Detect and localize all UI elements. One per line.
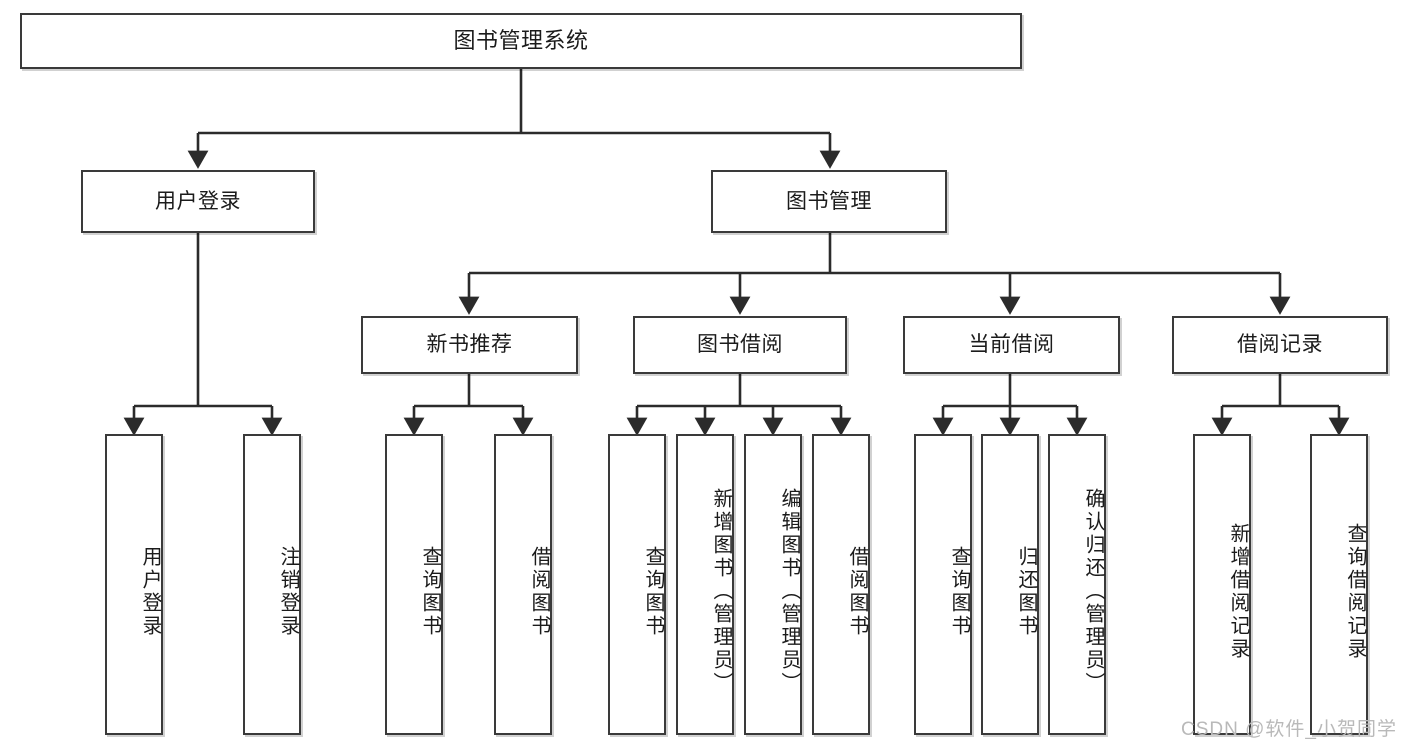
- leaf-borrow-records-add[interactable]: 新增借阅记录: [1193, 434, 1251, 735]
- node-label: 用户登录: [139, 545, 161, 638]
- node-label: 用户登录: [155, 189, 241, 213]
- node-label: 归还图书: [1015, 545, 1037, 638]
- leaf-book-borrow-add[interactable]: 新增图书（管理员）: [676, 434, 734, 735]
- leaf-new-book-query[interactable]: 查询图书: [385, 434, 443, 735]
- node-label: 新书推荐: [426, 333, 513, 357]
- node-label: 确认归还（管理员）: [1082, 488, 1104, 695]
- node-label: 注销登录: [277, 545, 299, 638]
- leaf-current-borrow-return[interactable]: 归还图书: [981, 434, 1039, 735]
- node-label: 图书管理: [786, 189, 872, 213]
- node-label: 编辑图书（管理员）: [778, 488, 800, 695]
- node-label: 新增借阅记录: [1227, 522, 1249, 661]
- leaf-user-login-logout[interactable]: 注销登录: [243, 434, 301, 735]
- leaf-current-borrow-confirm-return[interactable]: 确认归还（管理员）: [1048, 434, 1106, 735]
- node-label: 查询借阅记录: [1344, 522, 1366, 661]
- leaf-book-borrow-edit[interactable]: 编辑图书（管理员）: [744, 434, 802, 735]
- node-current-borrow[interactable]: 当前借阅: [903, 316, 1120, 374]
- node-label: 查询图书: [419, 545, 441, 638]
- node-borrow-records[interactable]: 借阅记录: [1172, 316, 1388, 374]
- leaf-user-login-login[interactable]: 用户登录: [105, 434, 163, 735]
- node-root-book-management-system[interactable]: 图书管理系统: [20, 13, 1022, 69]
- node-label: 新增图书（管理员）: [710, 488, 732, 695]
- node-book-borrow[interactable]: 图书借阅: [633, 316, 847, 374]
- node-label: 借阅记录: [1237, 333, 1323, 357]
- node-label: 查询图书: [948, 545, 970, 638]
- leaf-book-borrow-query[interactable]: 查询图书: [608, 434, 666, 735]
- node-user-login[interactable]: 用户登录: [81, 170, 315, 233]
- node-label: 当前借阅: [968, 333, 1055, 357]
- leaf-new-book-borrow[interactable]: 借阅图书: [494, 434, 552, 735]
- leaf-borrow-records-query[interactable]: 查询借阅记录: [1310, 434, 1368, 735]
- node-label: 图书借阅: [697, 333, 783, 357]
- node-book-management[interactable]: 图书管理: [711, 170, 947, 233]
- leaf-book-borrow-borrow[interactable]: 借阅图书: [812, 434, 870, 735]
- node-new-book-recommend[interactable]: 新书推荐: [361, 316, 578, 374]
- node-label: 借阅图书: [846, 545, 868, 638]
- leaf-current-borrow-query[interactable]: 查询图书: [914, 434, 972, 735]
- node-label: 查询图书: [642, 545, 664, 638]
- node-label: 借阅图书: [528, 545, 550, 638]
- watermark-csdn: CSDN @软件_小贺同学: [1181, 719, 1397, 740]
- node-label: 图书管理系统: [453, 27, 589, 53]
